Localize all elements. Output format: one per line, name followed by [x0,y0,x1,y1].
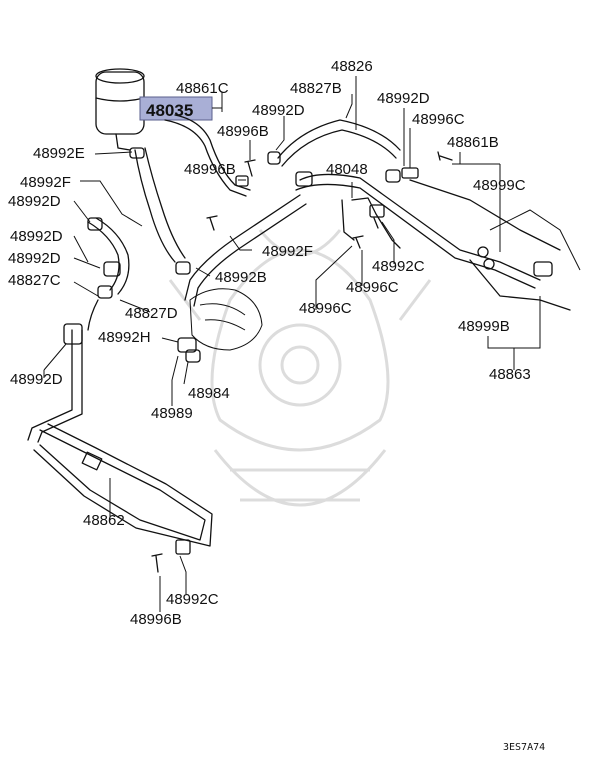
part-label-48996b-1[interactable]: 48996B [217,123,269,140]
part-label-48827c[interactable]: 48827C [8,272,61,289]
pump-body [189,288,263,351]
part-label-48826[interactable]: 48826 [331,58,373,75]
part-label-48992d-5[interactable]: 48992D [8,250,61,267]
part-label-48862[interactable]: 48862 [83,512,125,529]
part-label-48996b-2[interactable]: 48996B [184,161,236,178]
part-label-48863[interactable]: 48863 [489,366,531,383]
part-label-48992f-2[interactable]: 48992F [262,243,313,260]
part-label-48992d-6[interactable]: 48992D [10,371,63,388]
bolts [151,151,453,573]
part-label-48035[interactable]: 48035 [146,101,193,120]
part-label-48996c-1[interactable]: 48996C [412,111,465,128]
part-label-48992c-1[interactable]: 48992C [372,258,425,275]
part-label-48992d-2[interactable]: 48992D [377,90,430,107]
diagram-code: 3ES7A74 [503,742,545,753]
part-labels: 48861C 48035 48826 48827B 48992D 48992D 48996C… [8,58,531,628]
part-label-48992f-1[interactable]: 48992F [20,174,71,191]
part-label-48048[interactable]: 48048 [326,161,368,178]
part-label-48992d-4[interactable]: 48992D [10,228,63,245]
leader-lines [43,76,541,612]
part-label-48999b[interactable]: 48999B [458,318,510,335]
part-label-48989[interactable]: 48989 [151,405,193,422]
part-label-48992h[interactable]: 48992H [98,329,151,346]
part-label-48984[interactable]: 48984 [188,385,230,402]
part-label-48996c-3[interactable]: 48996C [299,300,352,317]
part-label-48996c-2[interactable]: 48996C [346,279,399,296]
watermark-emblem [168,229,432,507]
part-label-48992b[interactable]: 48992B [215,269,267,286]
part-label-48861b[interactable]: 48861B [447,134,499,151]
part-label-48861c[interactable]: 48861C [176,80,229,97]
part-label-48992c-2[interactable]: 48992C [166,591,219,608]
fittings [63,147,553,555]
part-label-48992e[interactable]: 48992E [33,145,85,162]
part-label-48827b[interactable]: 48827B [290,80,342,97]
part-label-48992d-1[interactable]: 48992D [252,102,305,119]
part-label-48996b-3[interactable]: 48996B [130,611,182,628]
reservoir-tank [95,68,145,151]
part-label-48827d[interactable]: 48827D [125,305,178,322]
hose-lines [27,114,581,547]
part-label-48992d-3[interactable]: 48992D [8,193,61,210]
part-label-48999c[interactable]: 48999C [473,177,526,194]
